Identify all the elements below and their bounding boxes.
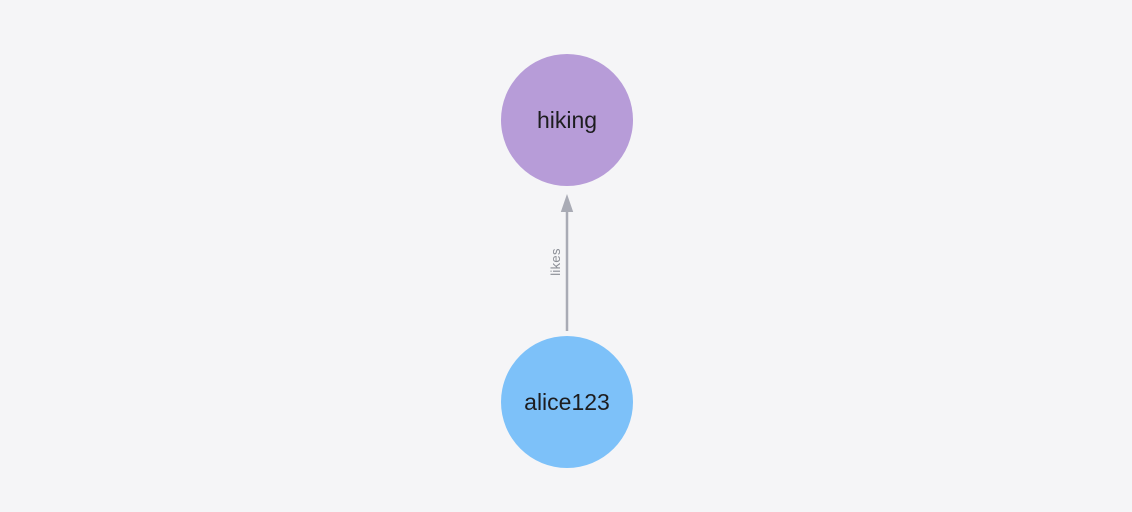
node-label-hiking: hiking	[537, 107, 597, 133]
edge-likes[interactable]: likes	[548, 194, 574, 331]
edge-arrowhead-icon	[560, 194, 574, 212]
node-circle-alice123[interactable]	[501, 336, 633, 468]
node-label-alice123: alice123	[524, 389, 610, 415]
node-alice123[interactable]: alice123	[501, 336, 633, 468]
node-circle-hiking[interactable]	[501, 54, 633, 186]
node-hiking[interactable]: hiking	[501, 54, 633, 186]
edge-label: likes	[548, 248, 563, 276]
